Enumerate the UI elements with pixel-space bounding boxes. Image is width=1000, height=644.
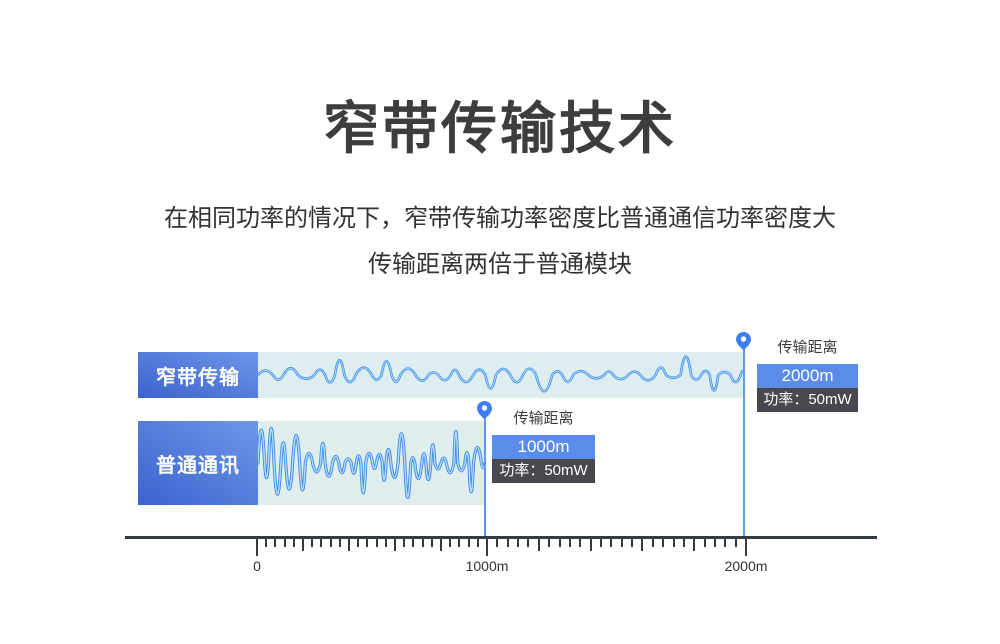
ruler-axis-line: [125, 536, 877, 539]
ruler-tick: [320, 539, 323, 547]
ruler-tick: [274, 539, 277, 547]
ruler-tick: [537, 539, 540, 551]
ruler-tick: [283, 539, 286, 547]
ruler-tick: [375, 539, 378, 547]
ruler-tick: [421, 539, 424, 547]
waveform-strip-ordinary: [258, 421, 485, 505]
waveform-strip-narrowband: [258, 352, 745, 398]
distance-value-ordinary: 1000m: [492, 435, 595, 459]
ruler-tick: [403, 539, 406, 547]
ruler-tick: [440, 539, 442, 551]
annotation-ordinary: 传输距离 1000m 功率：50mW: [492, 411, 595, 483]
location-pin-icon-1000m: [477, 401, 492, 419]
ruler-tick: [467, 539, 470, 547]
ruler-tick: [506, 539, 509, 547]
ruler-tick: [631, 539, 633, 547]
distance-marker-line-1000m: [484, 418, 486, 538]
ordinary-waveform: [258, 426, 485, 500]
ruler-tick: [641, 539, 644, 551]
distance-marker-line-2000m: [743, 349, 745, 538]
ruler-tick: [302, 539, 304, 551]
ruler-tick: [527, 539, 530, 547]
ruler-tick-label: 1000m: [465, 558, 509, 574]
ruler-tick: [338, 539, 341, 547]
distance-value-narrowband: 2000m: [757, 364, 858, 388]
ruler-tick: [672, 539, 675, 547]
power-value-ordinary: 功率：50mW: [492, 459, 595, 483]
ruler-tick: [568, 539, 571, 547]
ruler-tick: [311, 539, 314, 547]
distance-title-narrowband: 传输距离: [777, 339, 838, 356]
ruler-tick: [703, 539, 706, 547]
ruler-tick: [458, 539, 461, 547]
ruler-tick: [412, 539, 415, 547]
subtitle-line-1: 在相同功率的情况下，窄带传输功率密度比普通通信功率密度大: [164, 205, 836, 232]
ruler-tick: [292, 539, 295, 547]
power-value-narrowband: 功率：50mW: [757, 388, 858, 412]
ruler-tick: [366, 539, 369, 547]
ruler-tick: [486, 539, 488, 556]
ruler-tick: [745, 539, 747, 556]
subtitle-line-2: 传输距离两倍于普通模块: [368, 251, 632, 278]
ruler-tick: [329, 539, 332, 547]
ruler-tick: [449, 539, 452, 547]
ruler-tick: [384, 539, 387, 547]
ruler-tick: [476, 539, 479, 547]
ruler-tick: [724, 539, 727, 547]
ruler-tick-label: 2000m: [724, 558, 768, 574]
ruler-tick: [589, 539, 592, 551]
ruler-tick: [548, 539, 551, 547]
row-label-narrowband-text: 窄带传输: [156, 366, 240, 389]
ruler-tick: [517, 539, 520, 547]
ruler-tick: [496, 539, 499, 547]
ruler-tick: [693, 539, 696, 551]
row-label-ordinary: 普通通讯: [138, 421, 258, 505]
ruler-tick: [558, 539, 561, 547]
ruler-tick: [579, 539, 582, 547]
ruler-tick: [430, 539, 433, 547]
ruler-tick: [651, 539, 654, 547]
ruler-tick: [357, 539, 360, 547]
ruler-tick-label: 0: [253, 558, 261, 574]
row-label-narrowband: 窄带传输: [138, 352, 258, 398]
ruler-tick: [682, 539, 685, 547]
ruler-tick: [265, 539, 268, 547]
ruler-tick: [348, 539, 350, 551]
ruler-tick: [600, 539, 602, 547]
page-title: 窄带传输技术: [323, 97, 677, 160]
ruler-tick: [713, 539, 716, 547]
location-pin-icon-2000m: [736, 332, 751, 350]
ruler-tick: [620, 539, 623, 547]
ruler-tick: [610, 539, 613, 547]
ruler-tick: [256, 539, 258, 556]
ruler-tick: [394, 539, 396, 551]
narrowband-waveform: [258, 355, 745, 393]
row-label-ordinary-text: 普通通讯: [156, 454, 240, 477]
annotation-narrowband: 传输距离 2000m 功率：50mW: [757, 340, 858, 412]
distance-title-ordinary: 传输距离: [513, 410, 574, 427]
ruler-tick: [662, 539, 665, 547]
ruler-tick: [734, 539, 737, 547]
